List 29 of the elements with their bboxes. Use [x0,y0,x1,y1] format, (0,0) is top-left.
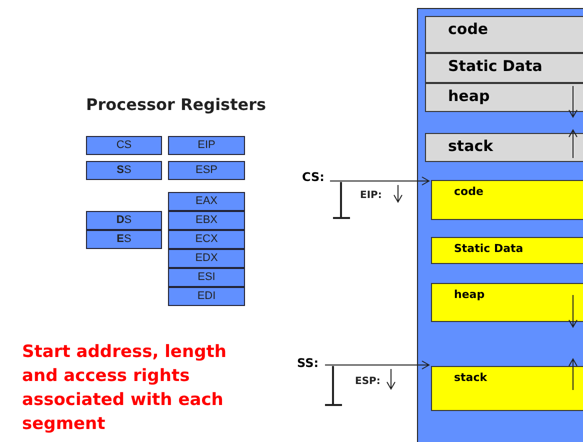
register-label: SS: [297,356,319,370]
segment-box: stack [431,366,583,411]
pointer-label: ESP: [355,376,380,387]
register-box: EDX [168,249,245,268]
register-box: ESI [168,268,245,287]
segment-box: heap [425,83,583,112]
segment-box: Static Data [425,53,583,83]
segment-box: stack [425,133,583,162]
register-box: ECX [168,230,245,249]
register-label: CS: [302,170,324,184]
register-box: ESP [168,161,245,180]
register-box: ES [86,230,162,249]
segment-box: code [425,16,583,53]
segment-box: Static Data [431,237,583,264]
register-box: EAX [168,192,245,211]
pointer-arrow [330,176,430,186]
panel-heading: Processor Registers [86,95,266,114]
segment-box: heap [431,283,583,322]
note-text: Start address, length and access rights associated with each segment [22,341,228,436]
pointer-arrow [324,360,430,370]
register-box: CS [86,136,162,155]
register-box: EDI [168,287,245,306]
memory-panel [417,8,583,442]
register-box: SS [86,161,162,180]
register-box: DS [86,211,162,230]
register-box: EIP [168,136,245,155]
pointer-label: EIP: [360,190,382,201]
register-box: EBX [168,211,245,230]
segment-box: code [431,180,583,220]
